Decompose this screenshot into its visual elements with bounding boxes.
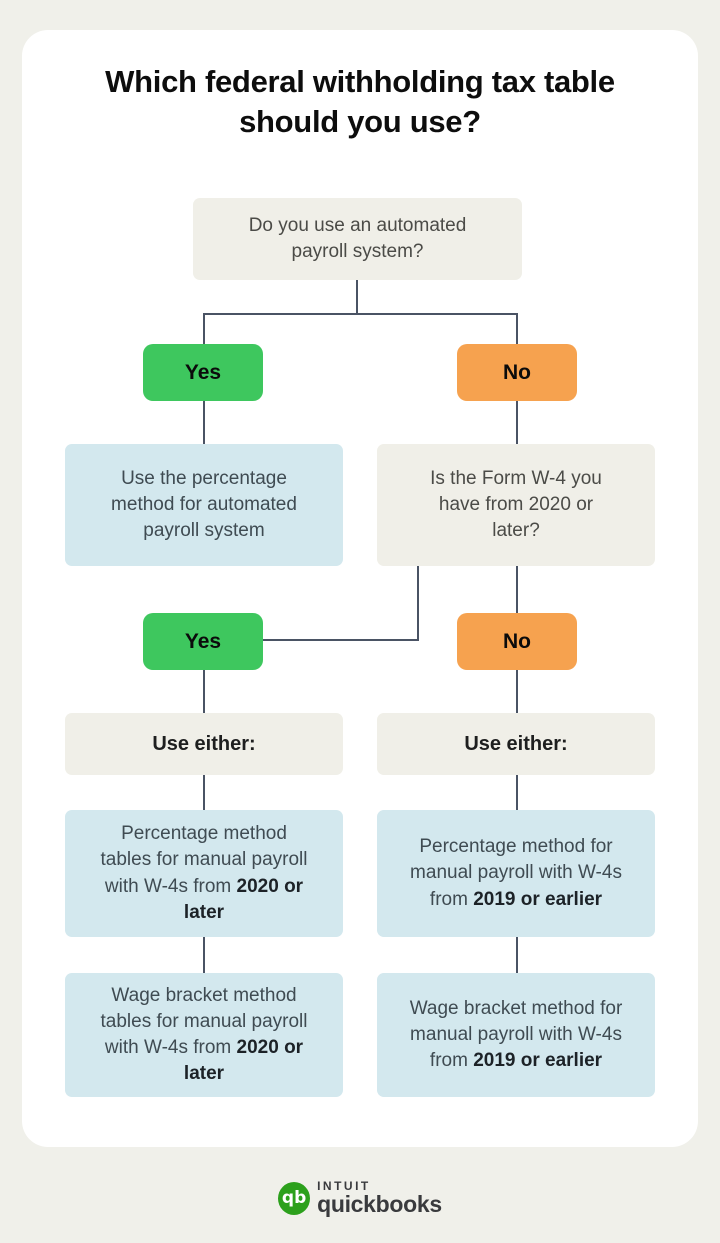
connector — [263, 639, 419, 641]
connector — [203, 937, 205, 973]
result-percentage-2019-earlier-text: Percentage method for manual payroll wit… — [410, 836, 622, 910]
quickbooks-wordmark: quickbooks — [317, 1191, 442, 1217]
result-wage-bracket-2020-later-text: Wage bracket method tables for manual pa… — [100, 984, 308, 1085]
page-title: Which federal withholding tax table shou… — [105, 64, 615, 140]
connector — [516, 313, 518, 344]
connector — [203, 313, 205, 344]
intuit-wordmark: INTUIT — [317, 1179, 371, 1193]
question-automated-payroll: Do you use an automated payroll system? — [193, 198, 522, 280]
brand-wordmark: INTUIT quickbooks — [317, 1180, 442, 1216]
question-w4-year: Is the Form W-4 you have from 2020 or la… — [377, 444, 655, 566]
connector — [516, 566, 518, 613]
connector — [203, 401, 205, 444]
connector — [516, 775, 518, 810]
no-badge-2: No — [457, 613, 577, 670]
connector — [516, 401, 518, 444]
brand-footer: qb INTUIT quickbooks — [0, 1172, 720, 1224]
result-percentage-2020-later: Percentage method tables for manual payr… — [65, 810, 343, 937]
result-percentage-2020-later-text: Percentage method tables for manual payr… — [100, 823, 308, 923]
no-badge-1: No — [457, 344, 577, 401]
yes-badge-2: Yes — [143, 613, 263, 670]
question-automated-payroll-text: Do you use an automated payroll system? — [248, 214, 467, 262]
yes-badge-1: Yes — [143, 344, 263, 401]
use-either-right: Use either: — [377, 713, 655, 775]
connector — [516, 937, 518, 973]
quickbooks-logo-icon: qb — [278, 1181, 311, 1215]
result-wage-bracket-2020-later: Wage bracket method tables for manual pa… — [65, 973, 343, 1097]
connector — [417, 566, 419, 641]
connector — [203, 775, 205, 810]
result-automated-percentage-method: Use the percentage method for automated … — [65, 444, 343, 566]
result-wage-bracket-2019-earlier: Wage bracket method for manual payroll w… — [377, 973, 655, 1097]
result-automated-percentage-method-text: Use the percentage method for automated … — [111, 467, 297, 542]
result-wage-bracket-2019-earlier-text: Wage bracket method for manual payroll w… — [409, 997, 623, 1072]
connector — [356, 280, 358, 313]
use-either-left: Use either: — [65, 713, 343, 775]
connector — [516, 670, 518, 713]
result-percentage-2019-earlier: Percentage method for manual payroll wit… — [377, 810, 655, 937]
connector — [203, 670, 205, 713]
question-w4-year-text: Is the Form W-4 you have from 2020 or la… — [430, 467, 602, 542]
connector — [203, 313, 518, 315]
